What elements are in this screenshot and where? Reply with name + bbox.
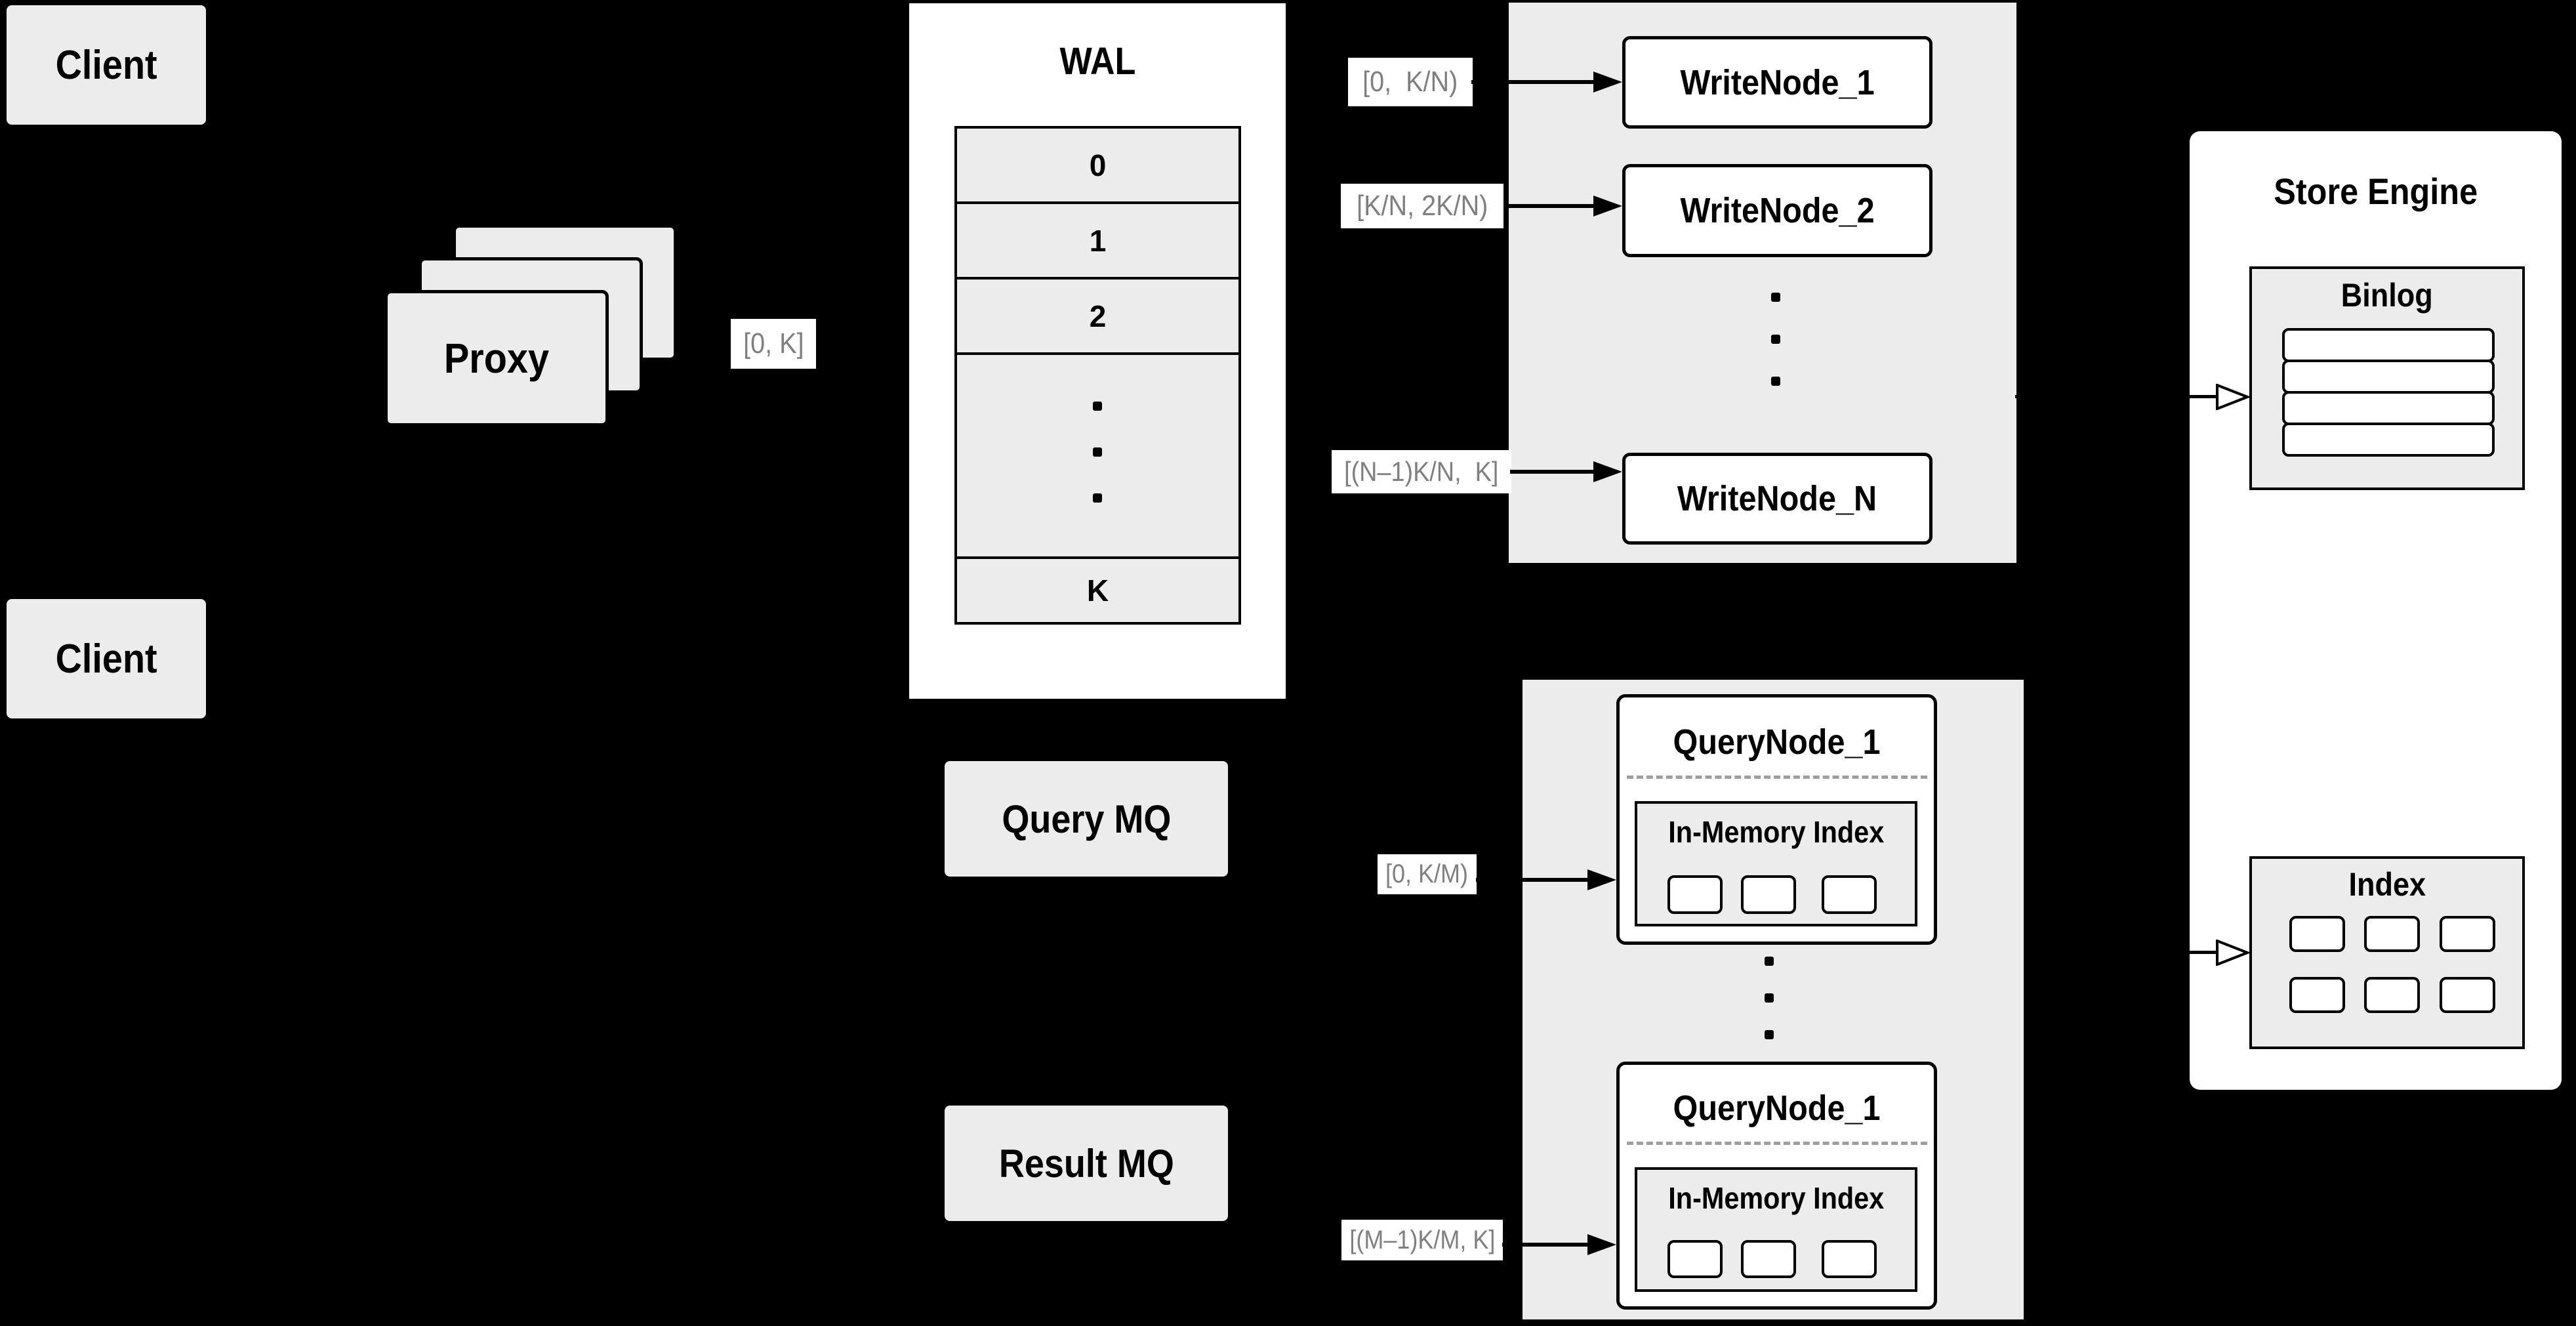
arrowhead [1593,72,1622,93]
query-node-title-1: QueryNode_1 [1673,722,1881,762]
write-node-chip-2: [K/N, 2K/N) [1341,184,1503,228]
memory-segment [1741,875,1796,914]
binlog-row [2282,328,2495,362]
in-memory-index-title-1: In-Memory Index [1668,815,1884,849]
query-mq-box: Query MQ [945,761,1228,877]
arrow-line [2024,951,2220,954]
index-box [2249,856,2525,1049]
memory-segment [1667,1240,1723,1278]
memory-segment [1822,875,1877,914]
write-node-box-n: WriteNode_N [1622,453,1932,545]
binlog-row [2282,423,2495,457]
divider [1627,1142,1927,1145]
wal-segment-row-1: 1 [957,204,1238,280]
client-top-label: Client [55,42,157,88]
index-cell [2364,977,2420,1013]
binlog-title: Binlog [2341,277,2433,314]
open-arrowhead [2216,940,2250,966]
index-cell [2289,977,2345,1013]
binlog-row [2282,360,2495,394]
arrow-line [1503,204,1596,208]
query-node-chip-2: [(M–1)K/M, K] [1341,1220,1503,1260]
memory-segment [1667,875,1723,914]
result-mq-box: Result MQ [945,1106,1228,1221]
arrowhead [1593,461,1622,482]
arrowhead [1587,869,1616,890]
index-title: Index [2348,866,2426,903]
wal-title: WAL [1059,39,1135,83]
binlog-rows [2282,328,2495,457]
write-node-box-2: WriteNode_2 [1622,164,1932,257]
arrowhead [1593,196,1622,217]
wal-segment-table: 0 1 2 K [954,126,1241,625]
index-cell [2440,977,2495,1013]
in-memory-index-title-2: In-Memory Index [1668,1181,1884,1215]
client-bottom-label: Client [55,636,157,682]
query-node-chip-1: [0, K/M) [1378,854,1477,894]
divider [1627,776,1927,779]
index-cell [2440,916,2495,952]
memory-segment [1741,1240,1796,1278]
proxy-card-front: Proxy [384,290,609,426]
client-box-bottom: Client [7,599,206,718]
wal-segment-row-ellipsis [957,355,1238,559]
range-chip-proxy-wal: [0, K] [731,319,816,369]
client-box-top: Client [7,5,206,125]
proxy-label: Proxy [443,335,550,382]
write-node-chip-1: [0, K/N) [1348,58,1473,106]
wal-segment-row-k: K [1086,573,1109,608]
arrow-line [1502,1243,1590,1247]
write-node-box-1: WriteNode_1 [1622,36,1932,129]
arrow-line [1510,470,1596,474]
wal-segment-row-0: 0 [957,129,1238,204]
query-node-title-2: QueryNode_1 [1673,1088,1881,1128]
index-cell [2364,916,2420,952]
arrow-line [1476,878,1590,882]
open-arrowhead [2216,384,2250,410]
arrow-line [1471,80,1596,84]
arrowhead [1587,1234,1616,1255]
arrow-line [2015,395,2220,398]
memory-segment [1822,1240,1877,1278]
store-engine-title: Store Engine [2274,170,2478,212]
write-node-chip-3: [(N–1)K/N, K] [1332,450,1511,493]
wal-segment-row-2: 2 [957,280,1238,355]
binlog-row [2282,391,2495,425]
index-cell [2289,916,2345,952]
